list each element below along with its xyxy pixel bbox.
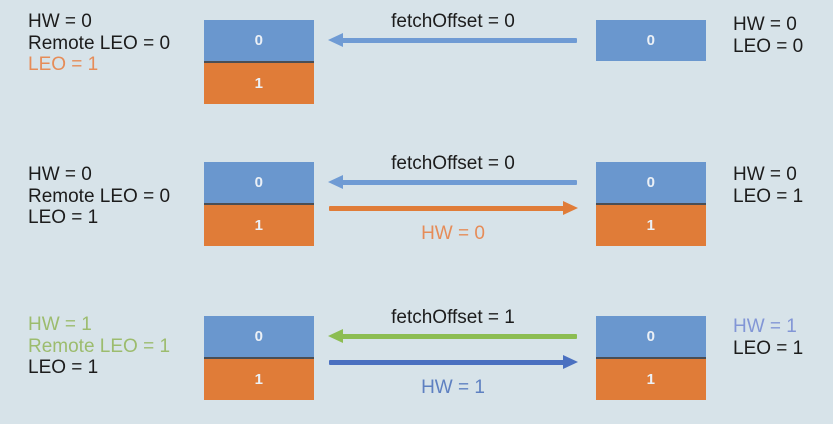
state-label: HW = 0 — [28, 164, 92, 185]
log-segment: 0 — [204, 20, 314, 61]
arrow-shaft — [341, 334, 577, 339]
state-label: Remote LEO = 0 — [28, 185, 171, 207]
log-segment: 1 — [204, 61, 314, 104]
hw-arrow: HW = 0 — [328, 201, 578, 244]
fetch-arrow: fetchOffset = 0 — [328, 11, 578, 47]
state-label: HW = 0 — [733, 14, 797, 35]
arrow-head — [328, 329, 343, 343]
arrow-label: fetchOffset = 1 — [391, 307, 515, 328]
state-label: LEO = 1 — [733, 185, 804, 207]
log-segment: 1 — [596, 203, 706, 246]
arrows-zone: fetchOffset = 1 HW = 1 — [328, 302, 578, 424]
log-segment: 0 — [204, 162, 314, 203]
state-label: HW = 1 — [28, 314, 92, 335]
arrow-head — [563, 355, 578, 369]
fetch-arrow: fetchOffset = 0 — [328, 153, 578, 189]
state-label: LEO = 1 — [28, 357, 99, 378]
leader-log-box: 0 — [596, 20, 706, 61]
arrow-head — [563, 201, 578, 215]
log-segment: 0 — [596, 162, 706, 203]
log-segment: 0 — [596, 20, 706, 61]
log-segment: 1 — [204, 203, 314, 246]
state-label: LEO = 1 — [733, 337, 804, 359]
state-label: HW = 1 — [733, 316, 797, 337]
arrows-zone: fetchOffset = 0 — [328, 6, 578, 128]
arrow-shaft — [329, 206, 565, 211]
arrow-shaft — [341, 180, 577, 185]
state-label: Remote LEO = 0 — [28, 32, 171, 54]
hw-arrow: HW = 1 — [328, 355, 578, 398]
log-segment: 0 — [596, 316, 706, 357]
state-label: Remote LEO = 1 — [28, 335, 171, 357]
state-label: LEO = 1 — [28, 54, 99, 75]
arrows-zone: fetchOffset = 0 HW = 0 — [328, 148, 578, 270]
state-label: HW = 0 — [733, 164, 797, 185]
log-segment: 0 — [204, 316, 314, 357]
state-label: LEO = 1 — [28, 207, 99, 228]
fetch-arrow: fetchOffset = 1 — [328, 307, 578, 343]
arrow-label: fetchOffset = 0 — [391, 153, 515, 174]
arrow-label: fetchOffset = 0 — [391, 11, 515, 32]
arrow-head — [328, 175, 343, 189]
arrow-shaft — [329, 360, 565, 365]
arrow-shaft — [341, 38, 577, 43]
state-label: LEO = 0 — [733, 35, 804, 57]
log-segment: 1 — [204, 357, 314, 400]
arrow-label: HW = 0 — [421, 223, 485, 244]
arrow-head — [328, 33, 343, 47]
log-segment: 1 — [596, 357, 706, 400]
arrow-label: HW = 1 — [421, 377, 485, 398]
state-label: HW = 0 — [28, 11, 92, 32]
